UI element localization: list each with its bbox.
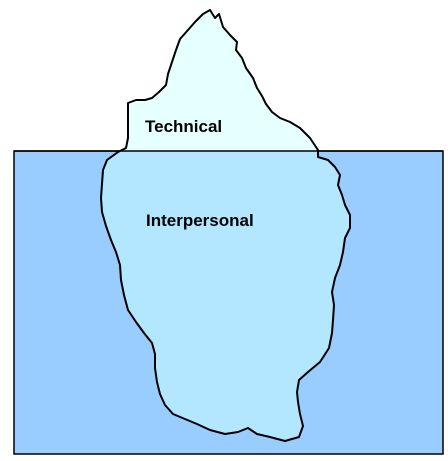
interpersonal-label: Interpersonal xyxy=(146,211,254,230)
technical-label: Technical xyxy=(145,117,222,136)
